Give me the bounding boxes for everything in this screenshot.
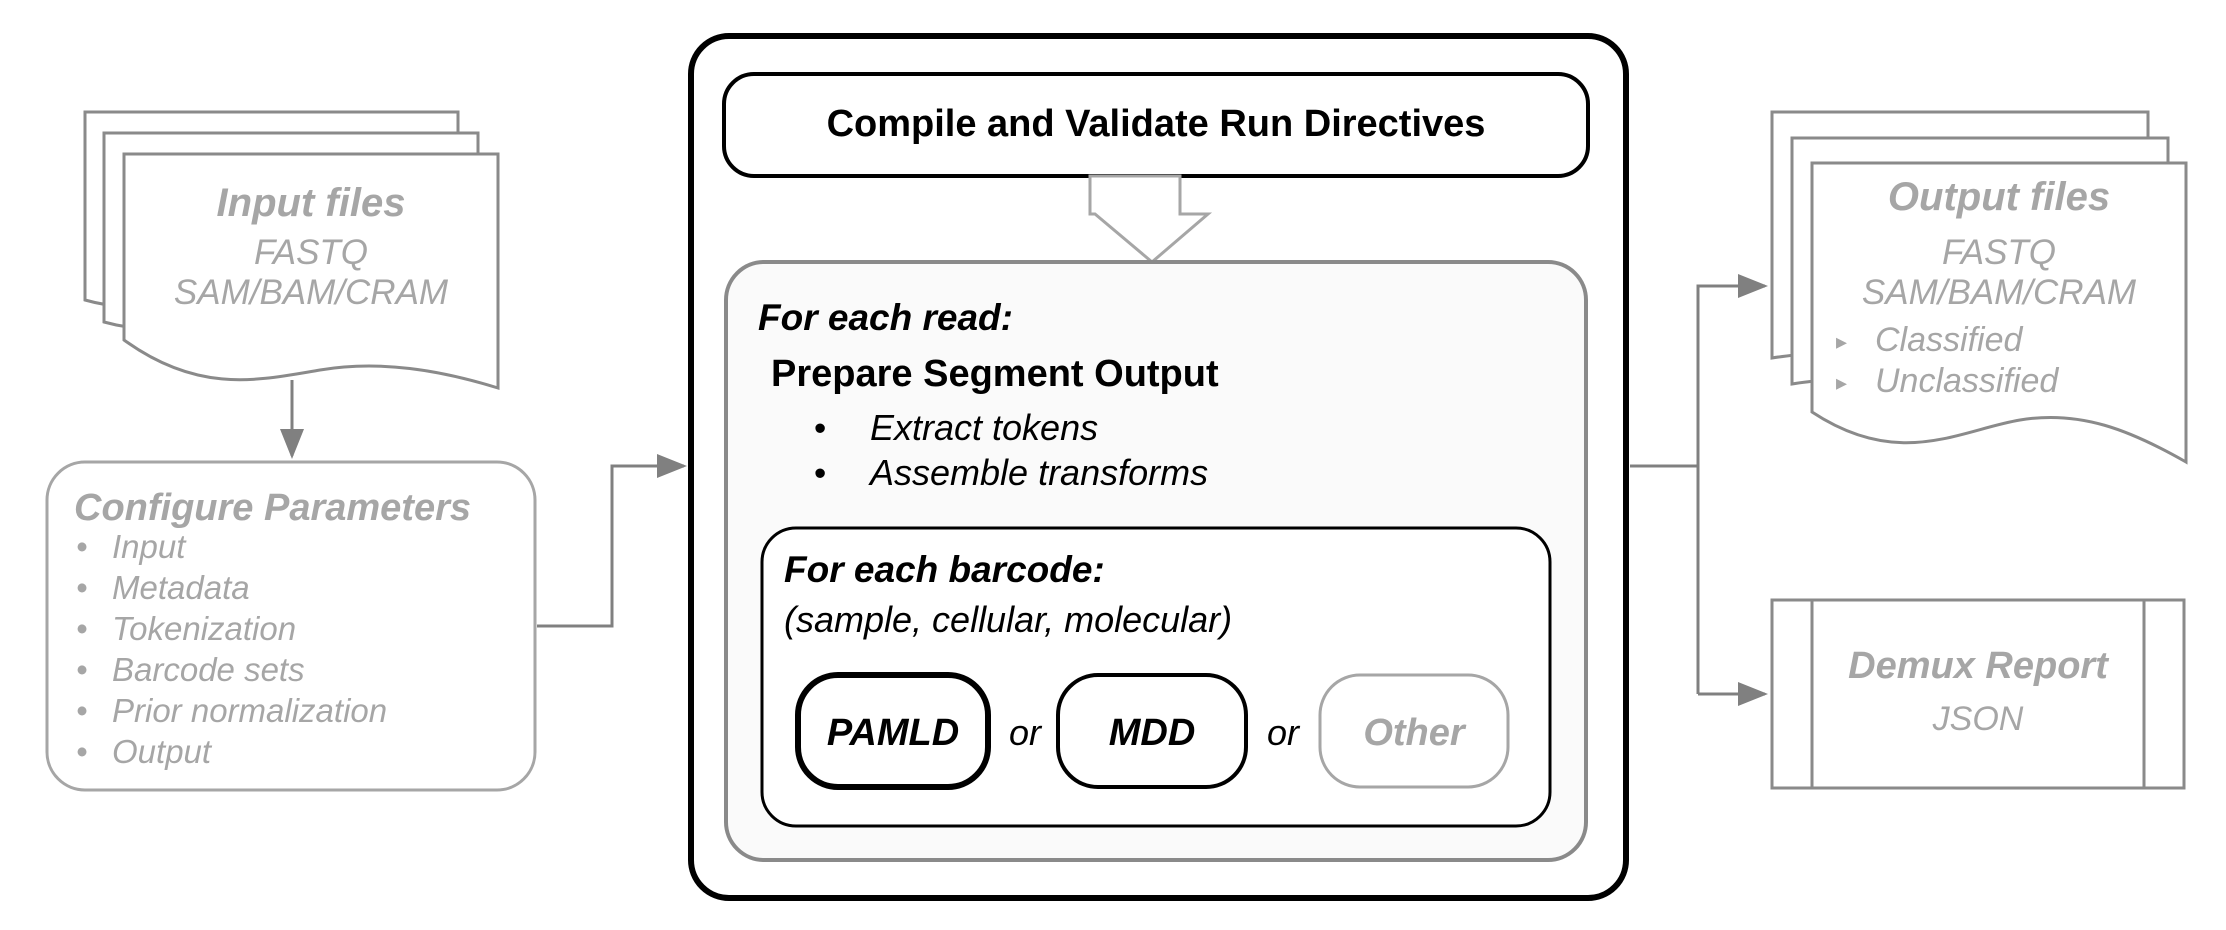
configure-item-tokenization: Tokenization [112, 610, 296, 647]
demux-report-title: Demux Report [1848, 645, 2109, 687]
configure-parameters-frame [45, 460, 537, 792]
demux-report-box: Demux Report JSON [1770, 598, 2186, 790]
configure-bullet: • [76, 651, 88, 688]
configure-bullet: • [76, 528, 88, 565]
configure-parameters-list: • Input • Metadata • Tokenization • Barc… [76, 528, 387, 770]
method-pamld: PAMLD [827, 712, 959, 754]
method-separator: or [1009, 712, 1043, 753]
hollow-down-arrow-icon [1088, 174, 1213, 264]
method-separator: or [1267, 712, 1301, 753]
output-files-stack: Output files FASTQ SAM/BAM/CRAM ▸ Classi… [1770, 110, 2188, 465]
read-loop-item-assemble-transforms: Assemble transforms [868, 452, 1208, 493]
output-files-item-unclassified: Unclassified [1875, 362, 2059, 400]
main-process-box: Compile and Validate Run Directives For … [688, 33, 1629, 901]
demux-report-frame [1770, 598, 2186, 790]
arrow-main-to-output-files [1696, 274, 1768, 694]
configure-item-output: Output [112, 733, 213, 770]
configure-parameters-title: Configure Parameters [74, 487, 471, 529]
input-file-sheet-front [122, 152, 500, 391]
configure-bullet: • [76, 692, 88, 729]
output-file-sheet-front [1810, 161, 2188, 465]
configure-item-metadata: Metadata [112, 569, 250, 606]
method-pamld-frame [795, 672, 991, 790]
output-files-format-fastq: FASTQ [1942, 233, 2056, 272]
demux-report-format: JSON [1932, 700, 2024, 738]
method-other: Other [1363, 712, 1467, 754]
output-files-marker: ▸ [1836, 329, 1847, 354]
read-loop-subtitle: Prepare Segment Output [771, 353, 1219, 395]
configure-item-input: Input [112, 528, 187, 565]
input-files-title: Input files [217, 181, 406, 225]
configure-bullet: • [76, 733, 88, 770]
read-loop-bullet: • [814, 409, 826, 448]
method-other-frame [1318, 673, 1510, 789]
input-files-format-sam: SAM/BAM/CRAM [174, 273, 449, 312]
output-files-title: Output files [1888, 175, 2110, 219]
output-files-item-classified: Classified [1875, 321, 2023, 359]
input-files-stack: Input files FASTQ SAM/BAM/CRAM [83, 110, 500, 391]
configure-item-prior-normalization: Prior normalization [112, 692, 387, 729]
input-files-format-fastq: FASTQ [254, 233, 368, 272]
configure-item-barcode-sets: Barcode sets [112, 651, 305, 688]
configure-bullet: • [76, 569, 88, 606]
barcode-loop-subtitle: (sample, cellular, molecular) [784, 599, 1232, 640]
output-files-format-sam: SAM/BAM/CRAM [1862, 273, 2137, 312]
read-loop-item-extract-tokens: Extract tokens [870, 407, 1098, 448]
read-loop-bullet: • [814, 454, 826, 493]
configure-parameters-box: Configure Parameters • Input • Metadata … [45, 460, 537, 792]
barcode-loop-title: For each barcode: [784, 549, 1105, 590]
output-files-marker: ▸ [1836, 370, 1847, 395]
configure-bullet: • [76, 610, 88, 647]
compile-directives-header: Compile and Validate Run Directives [827, 103, 1486, 145]
method-mdd: MDD [1109, 712, 1196, 754]
method-mdd-frame [1056, 673, 1248, 789]
arrow-configure-to-main [537, 454, 687, 628]
read-loop-title: For each read: [758, 297, 1013, 338]
